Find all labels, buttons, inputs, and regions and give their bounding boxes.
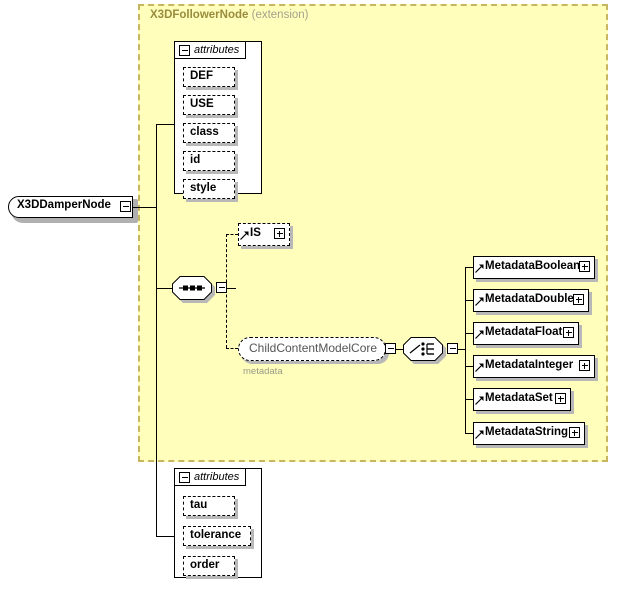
group-ref-childcontentmodelcore[interactable]: ChildContentModelCore — [238, 337, 389, 364]
connector-choice-to-metadatainteger — [465, 366, 474, 367]
element-label: MetadataDouble — [485, 293, 574, 305]
element-body — [473, 289, 589, 312]
plus-box-icon[interactable] — [274, 228, 285, 239]
attribute-label: style — [190, 182, 217, 194]
element-label: MetadataString — [485, 426, 569, 438]
element-body — [473, 322, 579, 345]
connector-root-to-bus — [133, 207, 156, 208]
attribute-label: id — [190, 154, 201, 166]
connector-sequence-to-childcontentmodelcore — [226, 348, 238, 350]
connector-sequence-to-is — [226, 234, 238, 236]
plus-box-icon[interactable] — [579, 360, 590, 371]
minus-box-icon[interactable] — [179, 45, 190, 56]
plus-box-icon[interactable] — [569, 427, 580, 438]
attribute-label: class — [190, 126, 219, 138]
sequence-compositor-body — [172, 276, 212, 300]
attribute-use[interactable]: USE — [183, 95, 238, 118]
attribute-id[interactable]: id — [183, 151, 238, 174]
element-metadatastring[interactable]: MetadataString — [473, 422, 588, 448]
element-label: MetadataSet — [485, 392, 553, 404]
group-ref-caption: metadata — [243, 366, 283, 377]
reference-arrow-icon — [475, 297, 484, 306]
element-label: IS — [250, 227, 261, 239]
connector-choice-to-metadataboolean — [465, 267, 474, 268]
attribute-body — [183, 526, 251, 546]
connector-bus-to-sequence — [156, 288, 172, 289]
attribute-body — [183, 123, 235, 143]
attribute-body — [183, 151, 235, 171]
attribute-tau[interactable]: tau — [183, 496, 238, 519]
own-attributes-header[interactable]: attributes — [175, 469, 247, 486]
element-label: MetadataFloat — [485, 326, 563, 338]
attribute-label: order — [190, 559, 220, 571]
element-metadatafloat[interactable]: MetadataFloat — [473, 322, 582, 348]
element-label: MetadataInteger — [485, 359, 574, 371]
element-metadatainteger[interactable]: MetadataInteger — [473, 355, 598, 381]
connector-choice-stub — [458, 349, 466, 350]
attribute-label: tau — [190, 499, 208, 511]
element-body — [473, 355, 595, 378]
attribute-def[interactable]: DEF — [183, 67, 238, 90]
reference-arrow-icon — [240, 231, 249, 240]
attribute-label: USE — [190, 98, 214, 110]
element-metadataboolean[interactable]: MetadataBoolean — [473, 256, 598, 282]
reference-arrow-icon — [475, 430, 484, 439]
inherited-attributes-header-label: attributes — [194, 44, 240, 56]
reference-arrow-icon — [475, 330, 484, 339]
plus-box-icon[interactable] — [579, 261, 590, 272]
root-element-x3ddampernode[interactable]: X3DDamperNode — [8, 196, 138, 223]
extension-region-title: X3DFollowerNode (extension) — [150, 9, 309, 21]
root-element-body — [8, 196, 133, 218]
choice-compositor-icon[interactable] — [403, 337, 446, 364]
connector-choice-to-metadatadouble — [465, 300, 474, 301]
connector-choice-bus — [465, 267, 466, 434]
choice-compositor-body — [403, 337, 443, 361]
minus-box-icon[interactable] — [385, 343, 396, 354]
root-element-label: X3DDamperNode — [17, 199, 111, 211]
minus-box-icon[interactable] — [179, 472, 190, 483]
element-body — [473, 256, 595, 279]
attribute-tolerance[interactable]: tolerance — [183, 526, 254, 549]
element-label: MetadataBoolean — [485, 260, 581, 272]
attribute-body — [183, 95, 235, 115]
reference-arrow-icon — [475, 264, 484, 273]
attribute-body — [183, 496, 235, 516]
group-ref-body — [238, 337, 386, 361]
connector-group-to-choice — [396, 349, 405, 350]
attribute-body — [183, 179, 235, 199]
reference-arrow-icon — [475, 396, 484, 405]
extension-qualifier-label: (extension) — [251, 9, 309, 21]
element-body — [473, 422, 585, 445]
connector-bus-to-inherited-attributes — [156, 124, 174, 125]
attribute-style[interactable]: style — [183, 179, 238, 202]
connector-bus-to-own-attributes — [156, 536, 174, 537]
own-attributes-header-label: attributes — [194, 471, 240, 483]
attribute-label: tolerance — [190, 529, 242, 541]
plus-box-icon[interactable] — [555, 393, 566, 404]
element-metadataset[interactable]: MetadataSet — [473, 388, 574, 414]
reference-arrow-icon — [475, 363, 484, 372]
element-body — [473, 388, 571, 411]
element-metadatadouble[interactable]: MetadataDouble — [473, 289, 592, 315]
group-ref-label: ChildContentModelCore — [249, 341, 378, 355]
attribute-body — [183, 67, 235, 87]
connector-sequence-bus — [226, 234, 228, 348]
connector-choice-to-metadatastring — [465, 433, 474, 434]
minus-box-icon[interactable] — [120, 201, 131, 212]
connector-choice-to-metadataset — [465, 399, 474, 400]
element-is[interactable]: IS — [238, 223, 293, 249]
sequence-compositor-icon[interactable] — [172, 276, 215, 303]
minus-box-icon[interactable] — [447, 343, 458, 354]
plus-box-icon[interactable] — [563, 327, 574, 338]
inherited-attributes-header[interactable]: attributes — [175, 42, 247, 59]
connector-choice-to-metadatafloat — [465, 333, 474, 334]
attribute-label: DEF — [190, 70, 213, 82]
extension-base-type-label: X3DFollowerNode — [150, 9, 249, 21]
attribute-order[interactable]: order — [183, 556, 238, 579]
attribute-class[interactable]: class — [183, 123, 238, 146]
connector-sequence-stub — [227, 288, 236, 289]
attribute-body — [183, 556, 235, 576]
connector-main-bus — [156, 124, 157, 536]
plus-box-icon[interactable] — [573, 294, 584, 305]
